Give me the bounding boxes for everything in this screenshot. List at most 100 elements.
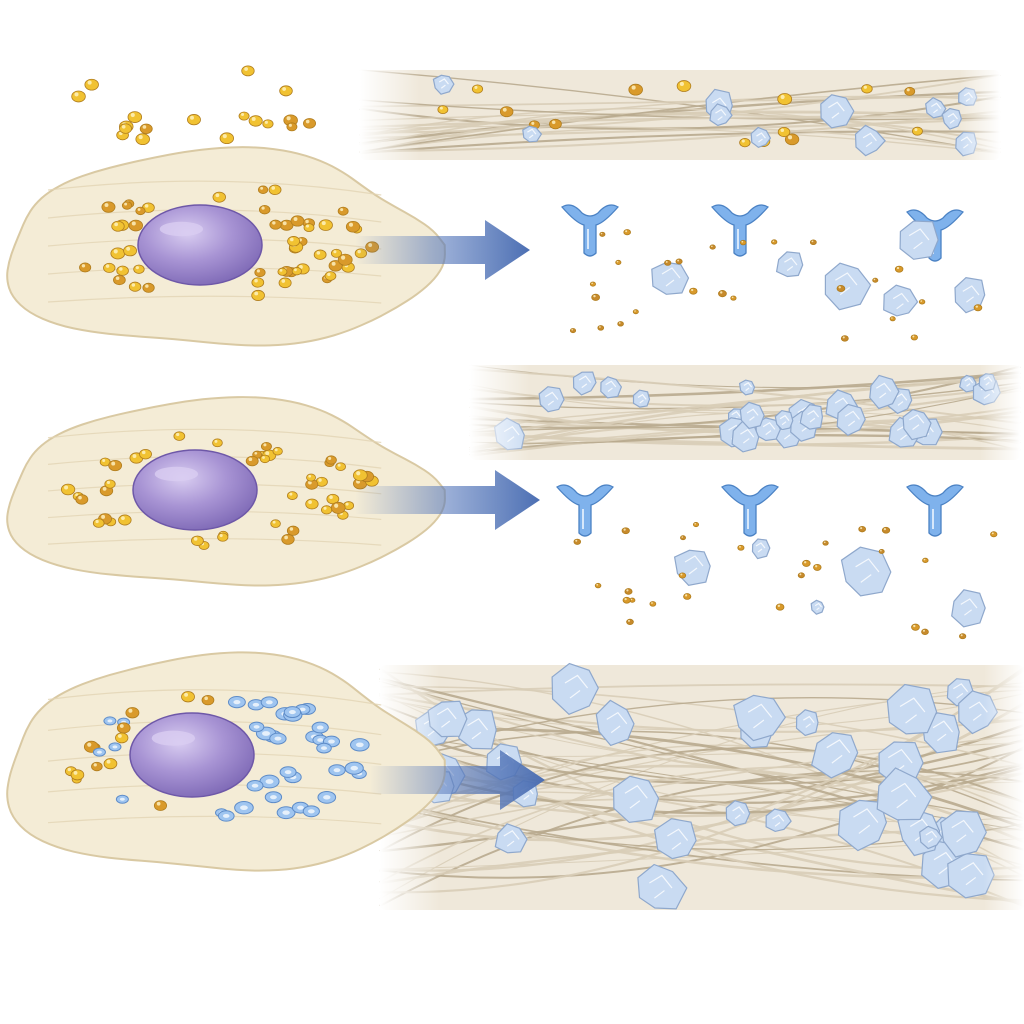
granule [623,229,631,236]
matrix-fade-left [470,363,530,462]
granule [922,557,929,564]
blue-granule [259,774,280,789]
granule [287,236,301,247]
mineral-cluster [883,284,919,317]
granule [181,691,195,703]
cytoplasm-fold [47,180,382,196]
granule [116,722,131,734]
mineral-cluster [941,107,963,130]
granule [597,325,605,331]
mineral-cluster [651,261,690,295]
matrix-fade-right [984,663,1024,912]
mineral-cluster [751,538,771,560]
granule [335,462,346,472]
granule [245,455,259,467]
granule [330,248,342,258]
granule [959,633,967,640]
y-receptor-icon [720,484,780,537]
mineral-cluster [820,94,855,129]
granule [75,494,89,505]
granule [251,289,265,301]
cytoplasm-fold [47,295,382,304]
mineral-cluster [632,389,651,408]
granule [889,316,896,322]
blue-granule [264,791,283,804]
granule [92,518,105,528]
blue-granule [350,738,370,752]
mineral-cluster [799,404,824,430]
granule [260,441,272,451]
granule [912,126,923,136]
fiber [469,374,1021,450]
granule [872,277,879,283]
granule [139,448,152,460]
granule [121,201,133,210]
granule [739,239,747,246]
granule [173,431,186,441]
granule [836,284,846,293]
granule [128,281,142,292]
nucleus [132,449,258,531]
mineral-cluster [432,74,455,95]
granule [110,247,126,260]
granule [305,498,319,510]
extracellular-matrix-panel-2 [469,363,1021,462]
blue-granule [283,706,302,719]
granule [135,133,150,146]
mineral-cluster [612,775,660,824]
granule [594,582,602,589]
granule [281,534,295,545]
granule [290,215,305,227]
granule [990,531,998,538]
granule [591,293,600,301]
granule [337,253,353,266]
mineral-cluster [837,799,888,852]
matrix-fade-right [980,363,1020,462]
granule [324,271,337,281]
nucleus-highlight [151,730,196,746]
granule [128,219,143,232]
released-products-panel-1 [560,204,986,342]
mineral-cluster [836,403,866,437]
right-arrow-icon [370,750,545,810]
fiber [379,766,1024,883]
granule [306,473,316,482]
granule [676,80,692,92]
mineral-cluster [886,683,938,735]
granule [277,267,288,276]
mineral-cluster [951,589,986,628]
granule [918,299,926,305]
granule [858,526,866,533]
granule [739,138,751,148]
fiber [379,683,1024,696]
granule [784,133,800,146]
mineral-cluster [673,549,711,586]
granule [219,132,235,145]
granule [777,93,793,106]
granule [328,260,343,272]
granule [286,525,300,536]
granule [797,572,805,579]
mineral-cluster [899,220,939,260]
fiber [359,115,1001,129]
granule [622,596,631,604]
fiber [359,99,1001,121]
granule [320,505,333,515]
granule [217,532,229,542]
granule [330,501,346,514]
mineral-cluster [840,546,892,597]
mineral-cluster [653,818,697,860]
granule [268,184,282,196]
granule [775,603,785,611]
matrix-layer [359,68,1024,912]
granule [861,84,873,94]
mineral-cluster [637,863,688,910]
granule [626,618,634,626]
granule [279,85,293,97]
granule [115,732,129,744]
blue-granule [269,732,287,745]
mineral-cluster [494,823,528,854]
granule [101,201,116,213]
mineral-cluster [925,96,947,119]
mineral-cluster [876,767,933,821]
